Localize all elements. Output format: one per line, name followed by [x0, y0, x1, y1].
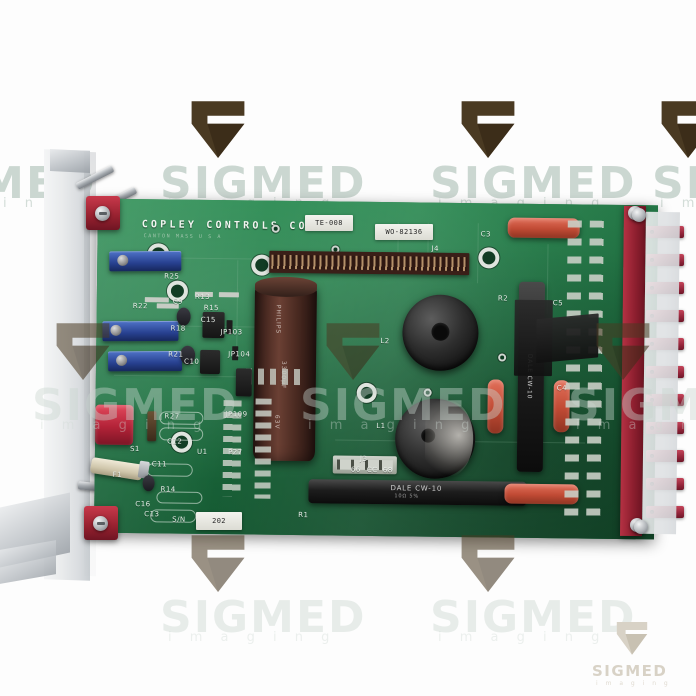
silkscreen-ref-c5: C5: [552, 299, 564, 308]
silkscreen-ref-r15: R15: [203, 303, 220, 313]
silkscreen-ref-cc: CC: [366, 465, 378, 475]
mount-hole-center-left: [170, 284, 185, 298]
ic-pad-array-p27: [254, 398, 272, 499]
silkscreen-ref-c4: C4: [556, 384, 568, 393]
silkscreen-ref-r22: R22: [132, 302, 149, 311]
silkscreen-ref-f1: F1: [112, 470, 123, 479]
trim-potentiometer-r25-screw[interactable]: [117, 254, 129, 266]
silkscreen-ref-p27: P27: [227, 448, 243, 457]
sigmed-corner-logo-word: SIGMED: [592, 662, 668, 680]
capacitor-c16: [142, 475, 155, 492]
corner-screw-bottom-right: [634, 520, 648, 534]
via: [425, 390, 430, 395]
silkscreen-ref-r21: R21: [168, 350, 184, 359]
film-capacitor-c5: [487, 379, 504, 434]
corner-screw-top-right: [632, 208, 646, 222]
silkscreen-ref-u1: U1: [196, 447, 208, 456]
wirewound-resistor-r1-text: DALE CW-10: [390, 484, 443, 493]
ic-pad-array-jp109: [245, 368, 304, 386]
silkscreen-ref-j3: J3: [359, 454, 368, 463]
silkscreen-ref-r13: R13: [194, 292, 211, 301]
silkscreen-ref-c16: C16: [135, 500, 151, 509]
trace: [113, 374, 244, 378]
via: [500, 355, 505, 360]
resistor-r15: [218, 292, 239, 298]
via: [273, 226, 278, 231]
edge-connector-insulator: [642, 211, 680, 535]
sticker-wo-82136: WO-82136: [375, 224, 433, 240]
trim-potentiometer-r22-screw[interactable]: [110, 324, 122, 336]
silkscreen-ref-c3: C3: [480, 230, 492, 239]
silkscreen-ref-c15: C15: [200, 315, 216, 325]
silkscreen-ref-jp103: JP103: [220, 328, 243, 337]
board-manufacturer-silkscreen: COPLEY CONTROLS COR: [141, 219, 318, 233]
right-pad-column-b: [586, 220, 604, 519]
capacitor-top-cap: [254, 276, 318, 298]
capacitor-brand-text: PHILIPS: [274, 304, 282, 335]
mount-hole-bottom-center: [360, 386, 373, 399]
sticker-serial: 202: [196, 512, 242, 530]
sticker-te-008: TE-008: [305, 215, 353, 231]
sigmed-corner-logo-tagline: i m a g i n g: [596, 680, 671, 687]
trace: [236, 260, 239, 351]
silkscreen-ref-c12: C12: [167, 437, 183, 446]
silkscreen-ref-r27: R27: [164, 412, 180, 421]
silkscreen-ref-c10: C10: [184, 357, 200, 366]
transistor-q2: [199, 349, 221, 375]
wirewound-resistor-r1-value: 10Ω 5%: [394, 493, 419, 500]
silkscreen-ref-l2: L2: [380, 337, 390, 346]
trace: [477, 223, 479, 284]
silkscreen-ref-r25: R25: [164, 272, 180, 281]
board-manufacturer-location: CANTON MASS U S A: [143, 233, 223, 241]
toroid-l2-center-hole: [431, 322, 450, 341]
silkscreen-ref-jp109: JP109: [225, 410, 248, 419]
silkscreen-ref-68: 68: [382, 466, 393, 475]
small-electrolytic-c9: [176, 307, 191, 326]
silkscreen-ref-r18: R18: [170, 324, 186, 333]
corner-screw-bottom-left-slot: [97, 522, 105, 525]
corner-screw-top-left-slot: [99, 212, 107, 215]
capacitor-voltage-text: 63V: [273, 414, 281, 430]
silkscreen-ref-r2: R2: [497, 294, 509, 303]
right-pad-column-a: [564, 220, 582, 519]
bracket-tab-top: [50, 148, 90, 174]
toroid-l1-tape: [424, 400, 474, 478]
mount-hole-right: [482, 251, 496, 265]
silkscreen-ref-l1: L1: [376, 422, 386, 431]
diode-d1: [147, 411, 157, 442]
switch-s1[interactable]: [95, 404, 134, 446]
printed-circuit-board: COPLEY CONTROLS COR CANTON MASS U S A PH…: [89, 198, 659, 540]
silkscreen-ref-c13: C13: [144, 510, 160, 519]
silkscreen-ref-s1: S1: [129, 445, 140, 454]
pin-header-j4-pinrow: [271, 254, 468, 272]
silkscreen-ref-r14: R14: [160, 485, 176, 494]
power-module-right: [536, 313, 599, 364]
trim-potentiometer-r21-screw[interactable]: [116, 354, 128, 366]
silkscreen-ref-jp104: JP104: [228, 350, 251, 359]
silkscreen-ref-66: 66: [350, 465, 361, 474]
silkscreen-ref-j4: J4: [431, 244, 440, 253]
silkscreen-serial-label: S/N: [172, 515, 186, 524]
sigmed-corner-logo: [612, 618, 652, 658]
mount-hole-mid: [255, 258, 269, 272]
resistor-r22-chip: [144, 297, 169, 303]
silkscreen-ref-c9: C9: [172, 297, 184, 306]
regulator-u2: [235, 368, 252, 397]
silkscreen-ref-r1: R1: [298, 511, 309, 520]
silkscreen-ref-c11: C11: [151, 460, 168, 469]
